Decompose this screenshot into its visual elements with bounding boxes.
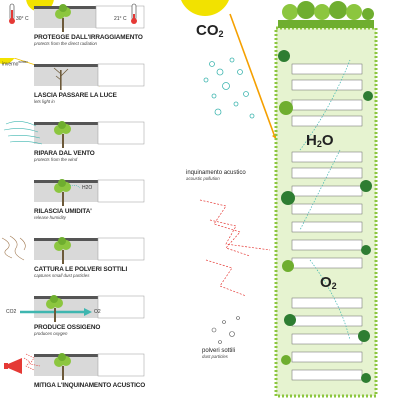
wind-illustration (3, 121, 145, 148)
co2-title: CO2 (196, 22, 224, 39)
acoustic-pollution-label: inquinamento acustico acoustic pollution (186, 170, 246, 181)
air-flow-arrows (299, 59, 351, 341)
panel-wind-subtitle: protects from the wind (34, 157, 78, 162)
dust-particles-label: polveri sottili dust particles (202, 348, 236, 359)
dust-illustration (1, 235, 145, 264)
panel-light-subtitle: lets light in (34, 99, 55, 104)
tree-icon (46, 295, 63, 322)
panel-oxygen-title: PRODUCE OSSIGENO (34, 324, 101, 331)
balcony-trees (278, 50, 373, 383)
h2o-title: H2O (306, 132, 334, 149)
panel-radiation-title: PROTEGGE DALL'IRRAGGIAMENTO (34, 34, 143, 41)
thermometer-outside-icon (9, 3, 15, 24)
tower-diagram (181, 0, 378, 398)
outside-temperature: 30° C (16, 16, 29, 22)
co2-bubbles (203, 57, 255, 119)
panel-wind-title: RIPARA DAL VENTO (34, 150, 95, 157)
panel-humidity: H2O RILASCIA UMIDITA' release humidity (0, 174, 150, 232)
megaphone-icon (4, 358, 22, 374)
noise-lines (199, 199, 271, 297)
o2-label: O2 (94, 309, 101, 315)
sun-icon (0, 58, 15, 64)
humidity-illustration (34, 179, 145, 206)
panel-oxygen: CO2 O2 PRODUCE OSSIGENO produces oxygen (0, 290, 150, 348)
panel-wind: RIPARA DAL VENTO protects from the wind (0, 116, 150, 174)
tree-icon (54, 353, 71, 380)
winter-label: invernowinter (2, 60, 28, 68)
panel-light: invernowinter LASCIA PASSARE LA LUCE let… (0, 58, 150, 116)
tree-icon (54, 237, 71, 264)
thermometer-inside-icon (131, 3, 137, 24)
panel-humidity-title: RILASCIA UMIDITA' (34, 208, 92, 215)
panel-dust-subtitle: captures small dust particles (34, 273, 90, 278)
panel-light-title: LASCIA PASSARE LA LUCE (34, 92, 117, 99)
tree-icon (54, 121, 71, 148)
acoustic-illustration (4, 353, 145, 380)
panel-acoustic: MITIGA L'INQUINAMENTO ACUSTICO (0, 348, 150, 406)
o2-title: O2 (320, 274, 337, 291)
sun-icon (181, 0, 229, 16)
light-illustration (0, 58, 145, 90)
panel-radiation: 30° C 21° C PROTEGGE DALL'IRRAGGIAMENTO … (0, 0, 150, 58)
co2-to-o2-arrow-icon (20, 308, 92, 316)
panel-humidity-subtitle: release humidity (34, 215, 66, 220)
noise-lines-icon (23, 353, 41, 371)
co2-label: CO2 (6, 309, 17, 315)
tree-icon (55, 4, 71, 32)
panel-radiation-subtitle: protects from the direct radiation (34, 41, 97, 46)
oxygen-illustration (20, 295, 145, 322)
tree-icon (54, 179, 71, 206)
dust-lines-icon (1, 235, 26, 261)
panel-acoustic-title: MITIGA L'INQUINAMENTO ACUSTICO (34, 382, 146, 389)
tower-floors (291, 63, 363, 381)
wind-lines-icon (3, 121, 43, 145)
h2o-label: H2O (82, 185, 93, 191)
dust-particles (211, 316, 240, 344)
panel-dust: CATTURA LE POLVERI SOTTILI captures smal… (0, 232, 150, 290)
inside-temperature: 21° C (114, 16, 127, 22)
radiation-illustration (9, 0, 145, 32)
panel-dust-title: CATTURA LE POLVERI SOTTILI (34, 266, 128, 273)
bare-tree-icon (53, 67, 69, 90)
rooftop-trees (278, 1, 374, 28)
panel-oxygen-subtitle: produces oxygen (34, 331, 68, 336)
